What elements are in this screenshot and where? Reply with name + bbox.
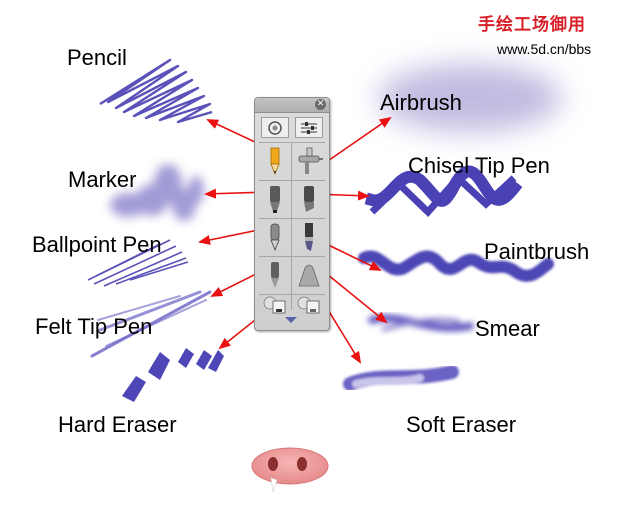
tool-palette: ✕ <box>254 97 330 331</box>
palette-divider <box>259 180 325 181</box>
marker-label: Marker <box>68 167 137 192</box>
airbrush-label: Airbrush <box>380 90 462 115</box>
palette-vertical-divider <box>291 142 292 310</box>
felt-tip-pen-label: Felt Tip Pen <box>35 314 153 339</box>
felt-tip-pen-tool[interactable] <box>259 258 291 292</box>
chisel-pen-icon <box>304 186 314 212</box>
marker-icon <box>270 186 280 213</box>
ballpoint-pen-icon <box>270 223 280 252</box>
smear-tool[interactable] <box>293 258 325 292</box>
sliders-icon <box>301 122 317 134</box>
pencil-label: Pencil <box>67 45 127 70</box>
palette-divider <box>259 294 325 295</box>
hard-eraser-stroke <box>122 348 224 402</box>
settings-button[interactable] <box>261 117 289 138</box>
soft-eraser-icon <box>297 296 320 314</box>
soft-eraser-stroke <box>343 365 459 391</box>
palette-divider <box>259 256 325 257</box>
hard-eraser-tool[interactable] <box>259 295 291 329</box>
felt-tip-pen-icon <box>271 262 279 288</box>
marker-stroke <box>110 164 204 221</box>
options-button[interactable] <box>295 117 323 138</box>
felt-tip-pen-stroke <box>90 290 212 358</box>
paintbrush-icon <box>305 223 313 251</box>
palette-titlebar[interactable]: ✕ <box>255 98 329 113</box>
palette-divider <box>259 142 325 143</box>
close-icon[interactable]: ✕ <box>315 99 326 110</box>
smear-label: Smear <box>475 316 540 341</box>
palette-divider <box>259 218 325 219</box>
ballpoint-pen-label: Ballpoint Pen <box>32 232 162 257</box>
paintbrush-label: Paintbrush <box>484 239 590 264</box>
marker-tool[interactable] <box>259 182 291 216</box>
palette-top-row <box>259 117 325 139</box>
paintbrush-tool[interactable] <box>293 220 325 254</box>
settings-icon <box>268 121 282 135</box>
chevron-down-icon[interactable] <box>285 317 297 323</box>
hard-eraser-icon <box>263 296 286 314</box>
airbrush-icon <box>298 147 323 174</box>
pig-nose-mascot <box>251 447 329 493</box>
pencil-tool[interactable] <box>259 144 291 178</box>
hard-eraser-label: Hard Eraser <box>58 412 177 437</box>
chisel-tip-pen-label: Chisel Tip Pen <box>408 153 550 178</box>
pencil-stroke <box>99 58 213 124</box>
site-name: 手绘工场御用 <box>478 15 586 35</box>
paintbrush-stroke <box>358 250 554 282</box>
ballpoint-pen-tool[interactable] <box>259 220 291 254</box>
soft-eraser-label: Soft Eraser <box>406 412 517 437</box>
smear-icon <box>298 264 320 287</box>
chisel-tip-pen-tool[interactable] <box>293 182 325 216</box>
pencil-icon <box>270 147 280 176</box>
airbrush-tool[interactable] <box>293 144 325 178</box>
site-url: www.5d.cn/bbs <box>497 41 592 57</box>
ballpoint-pen-stroke <box>87 239 189 287</box>
airbrush-stroke <box>378 64 562 132</box>
soft-eraser-tool[interactable] <box>293 295 325 329</box>
smear-stroke <box>368 314 474 332</box>
